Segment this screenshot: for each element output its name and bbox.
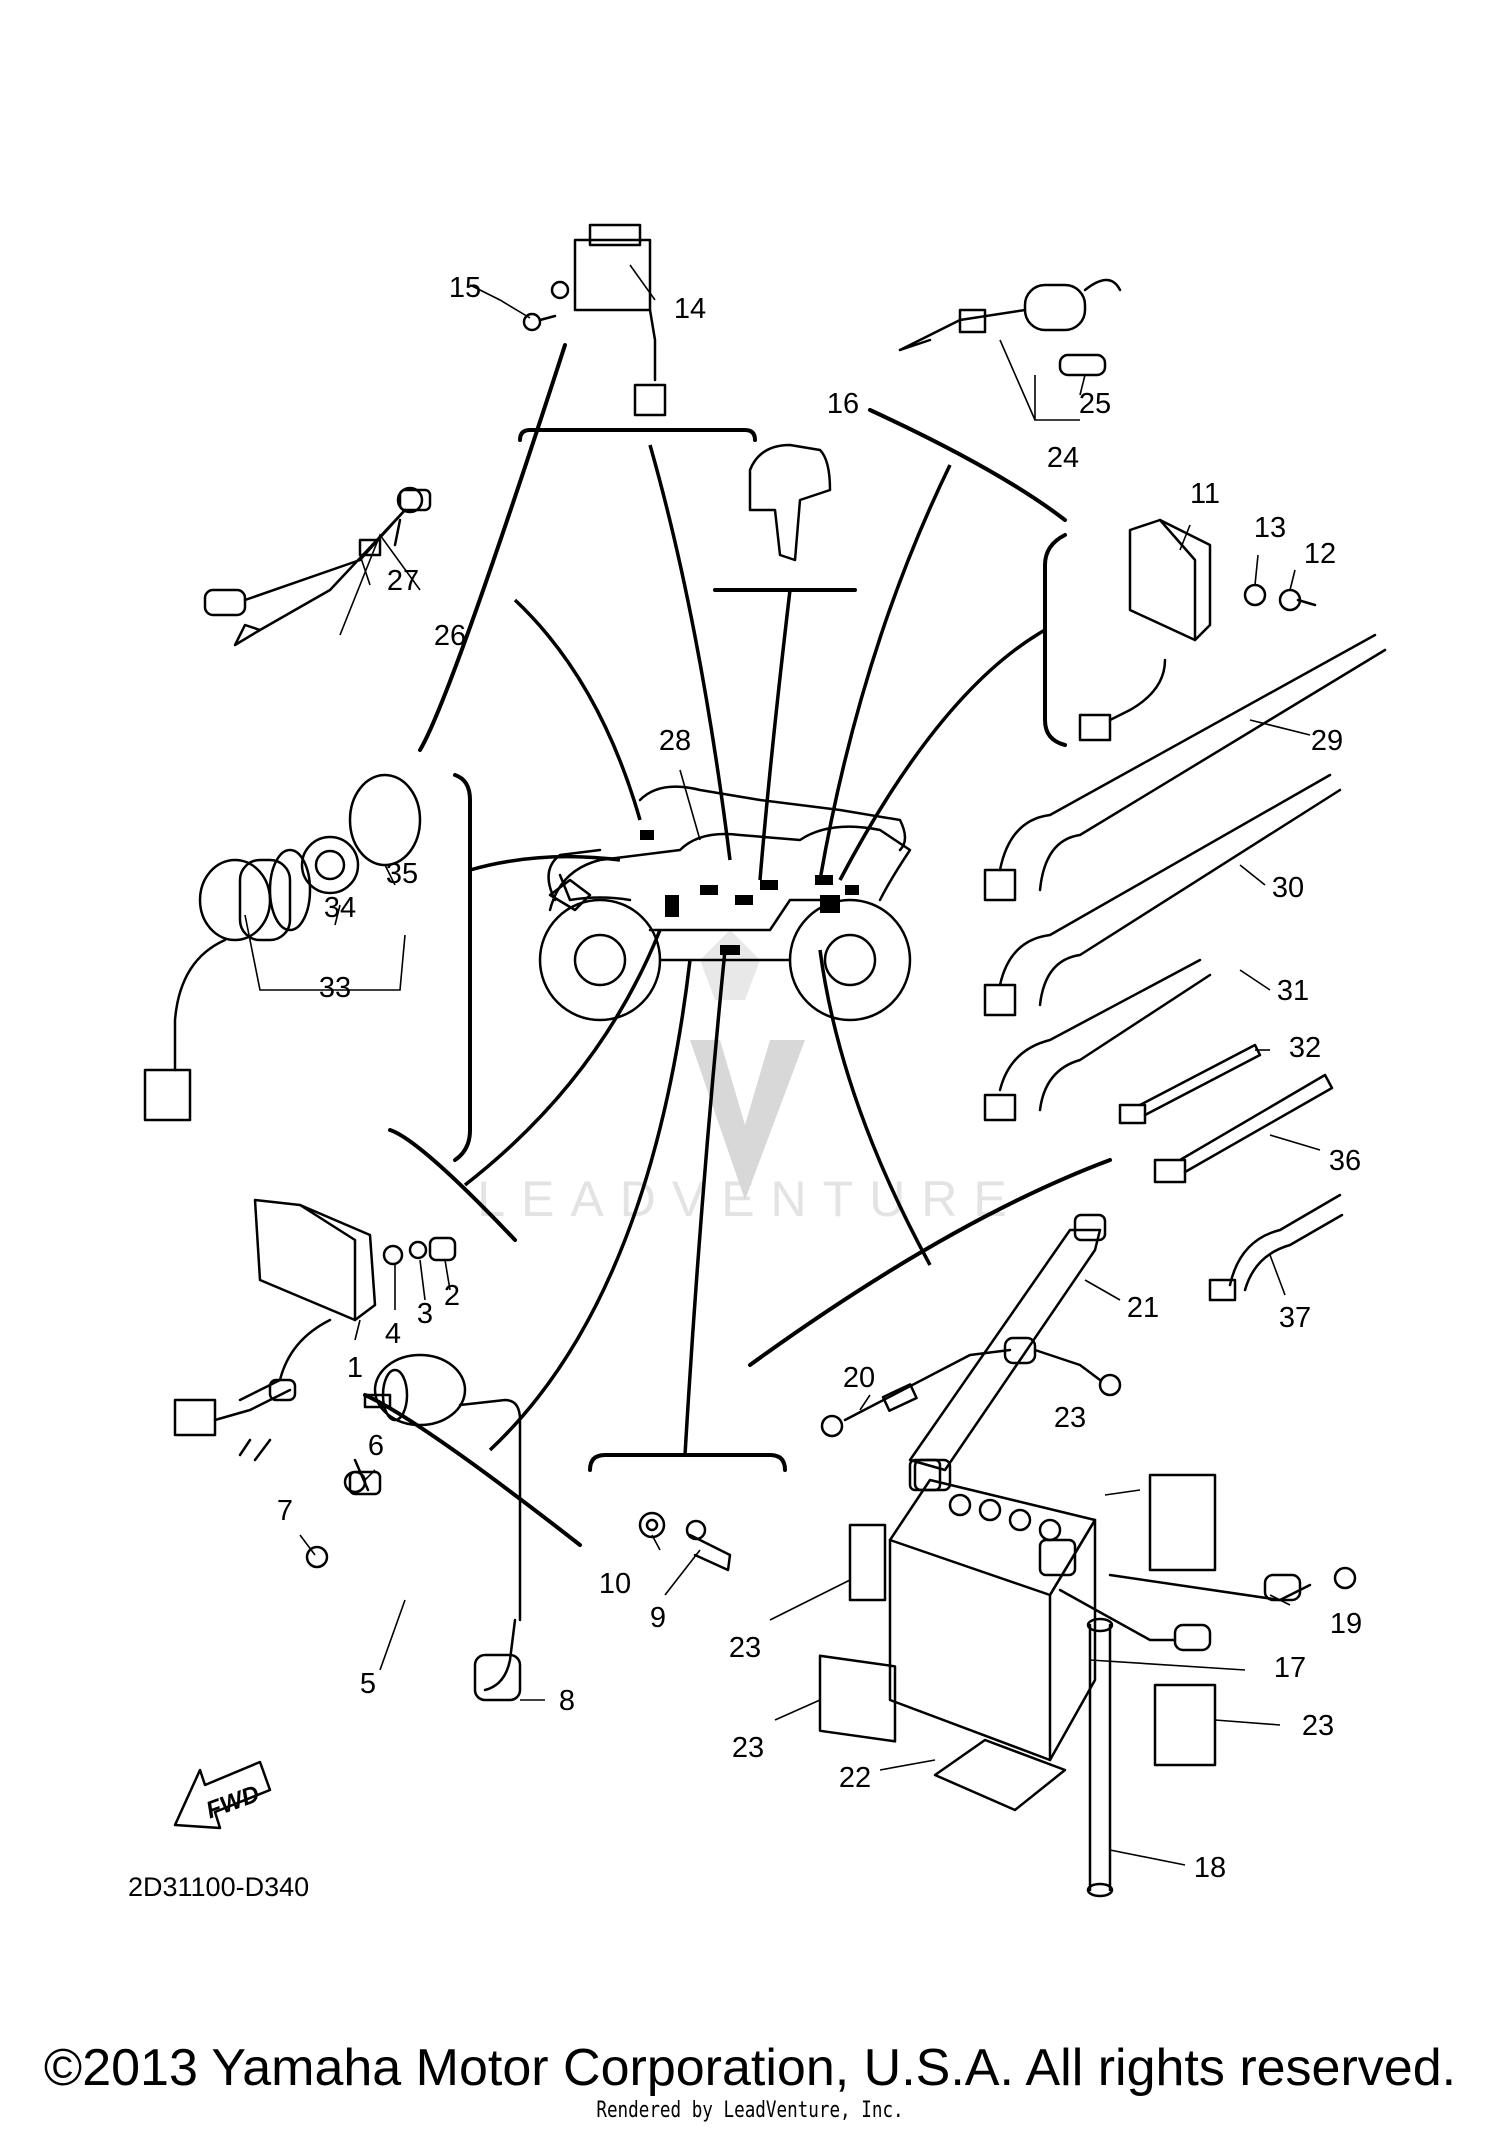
callout-31: 31	[1277, 975, 1309, 1007]
callout-29: 29	[1311, 725, 1343, 757]
callout-21: 21	[1127, 1292, 1159, 1324]
callout-14: 14	[674, 293, 706, 325]
callout-16: 16	[827, 388, 859, 420]
callout-10: 10	[599, 1568, 631, 1600]
part-callouts: 1 2 3 4 5 6 7 8 9 10 11 12 13 14 15 16 1…	[277, 272, 1362, 1884]
callout-23-top: 23	[1054, 1402, 1086, 1434]
fwd-arrow-icon: FWD	[173, 1760, 272, 1830]
callout-4: 4	[385, 1318, 401, 1350]
callout-leaders	[244, 264, 1321, 1866]
callout-28: 28	[659, 725, 691, 757]
rendered-by-notice: Rendered by LeadVenture, Inc.	[596, 2098, 904, 2123]
callout-22: 22	[839, 1762, 871, 1794]
callout-9: 9	[650, 1602, 666, 1634]
callout-26: 26	[434, 620, 466, 652]
fasteners-2-3-4-drawing	[382, 1236, 457, 1266]
cover-16-drawing	[748, 443, 832, 562]
callout-35: 35	[386, 858, 418, 890]
callout-20: 20	[843, 1362, 875, 1394]
watermark-emblem	[690, 930, 805, 1200]
screw-6-drawing	[348, 1470, 382, 1496]
callout-32: 32	[1289, 1032, 1321, 1064]
callout-1: 1	[347, 1352, 363, 1384]
callout-15: 15	[449, 272, 481, 304]
lead-19-drawing	[1058, 1566, 1357, 1652]
bolt-15-drawing	[522, 312, 557, 332]
fuse-holder-drawing	[898, 278, 1122, 377]
callout-24: 24	[1047, 442, 1079, 474]
battery-drawing	[888, 1458, 1097, 1762]
rectifier-regulator-drawing	[1078, 518, 1212, 742]
battery-pads-drawing	[818, 1473, 1217, 1812]
group-brackets	[363, 343, 1112, 1547]
callout-12: 12	[1304, 538, 1336, 570]
harness-bands-drawing	[983, 633, 1387, 1302]
callout-19: 19	[1330, 1608, 1362, 1640]
callout-33: 33	[319, 972, 351, 1004]
atv-vehicle-drawing	[538, 785, 912, 1022]
fwd-label: FWD	[203, 1780, 264, 1824]
harness-leader-curves	[463, 444, 1046, 1456]
cdi-unit-drawing	[173, 1198, 377, 1462]
callout-23-bottom: 23	[732, 1732, 764, 1764]
callout-30: 30	[1272, 872, 1304, 904]
callout-23-left: 23	[729, 1632, 761, 1664]
callout-8: 8	[559, 1685, 575, 1717]
starter-relay-drawing	[550, 223, 667, 417]
callout-2: 2	[444, 1280, 460, 1312]
callout-7: 7	[277, 1495, 293, 1527]
copyright-notice: ©2013 Yamaha Motor Corporation, U.S.A. A…	[43, 2039, 1457, 2097]
callout-25: 25	[1079, 388, 1111, 420]
callout-13: 13	[1254, 512, 1286, 544]
bolt-12-washer-13-drawing	[1243, 583, 1317, 612]
callout-17: 17	[1274, 1652, 1306, 1684]
callout-18: 18	[1194, 1852, 1226, 1884]
callout-23-right: 23	[1302, 1710, 1334, 1742]
diagram-code: 2D31100-D340	[128, 1872, 309, 1902]
lead-20-drawing	[820, 1336, 1122, 1438]
main-switch-drawing	[143, 773, 422, 1122]
callout-37: 37	[1279, 1302, 1311, 1334]
battery-band-drawing	[908, 1213, 1107, 1492]
callout-5: 5	[360, 1668, 376, 1700]
neutral-switch-drawing	[638, 1511, 732, 1572]
callout-27: 27	[387, 565, 419, 597]
callout-3: 3	[417, 1298, 433, 1330]
screw-7-drawing	[305, 1545, 329, 1569]
callout-11: 11	[1190, 478, 1220, 510]
callout-34: 34	[324, 892, 356, 924]
breather-hose-drawing	[1086, 1617, 1114, 1898]
ignition-coil-drawing	[343, 1353, 522, 1702]
callout-6: 6	[368, 1430, 384, 1462]
callout-36: 36	[1329, 1145, 1361, 1177]
